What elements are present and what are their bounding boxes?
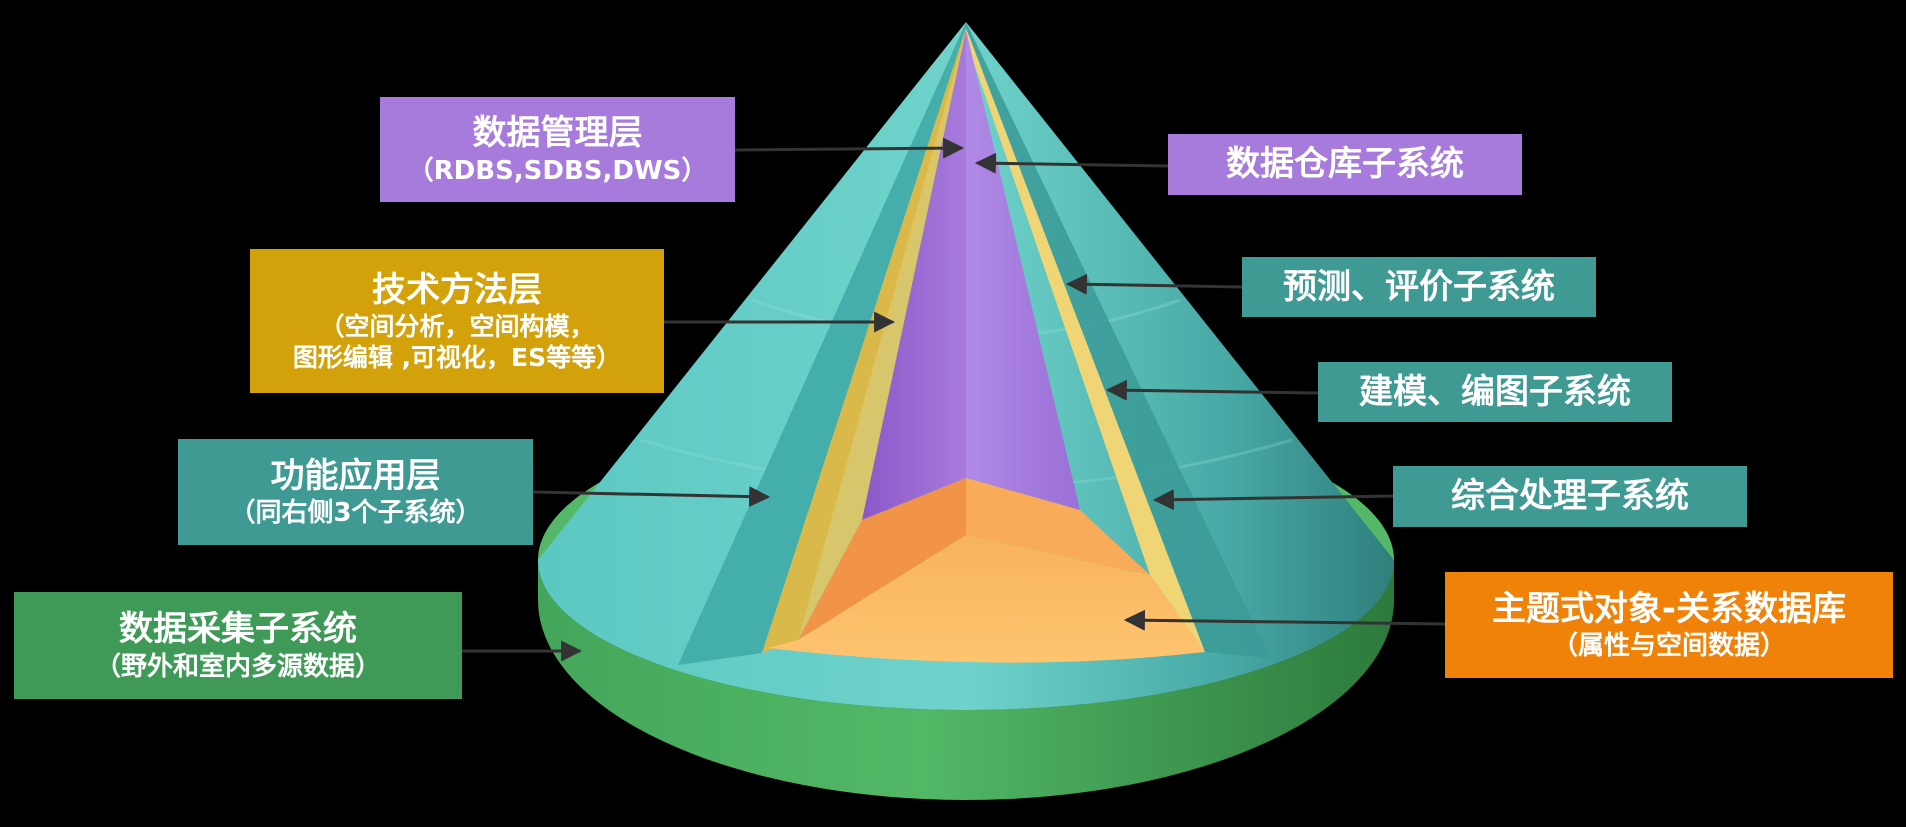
- cone-base-cylinder: [538, 560, 1394, 800]
- label-title: 预测、评价子系统: [1283, 266, 1555, 307]
- label-subtitle-line1: （空间分析，空间构模，: [319, 312, 595, 341]
- core-purple-right: [966, 30, 1080, 510]
- label-function-application-layer: 功能应用层 （同右侧3个子系统）: [178, 439, 533, 545]
- label-title: 数据管理层: [472, 113, 643, 153]
- arrow-forecast-evaluation: [1065, 273, 1243, 295]
- core-orange-right: [966, 478, 1150, 575]
- arrow-modeling-mapping: [1105, 379, 1319, 401]
- arrow-function-application: [532, 486, 771, 508]
- core-orange-floor: [768, 535, 1205, 663]
- arrow-thematic-database: [1123, 609, 1446, 631]
- label-integrated-processing-subsystem: 综合处理子系统: [1393, 466, 1747, 527]
- label-title: 建模、编图子系统: [1359, 371, 1631, 412]
- label-title: 综合处理子系统: [1451, 476, 1689, 517]
- label-subtitle: （野外和室内多源数据）: [94, 651, 381, 682]
- label-data-management-layer: 数据管理层 （RDBS,SDBS,DWS）: [380, 97, 735, 202]
- label-technical-methods-layer: 技术方法层 （空间分析，空间构模， 图形编辑 ,可视化，ES等等）: [250, 249, 664, 393]
- label-title: 主题式对象-关系数据库: [1491, 588, 1847, 629]
- cutaway-yellow-left-wide: [798, 30, 966, 640]
- core-purple-left: [862, 30, 966, 520]
- label-subtitle: （同右侧3个子系统）: [229, 498, 482, 528]
- label-title: 功能应用层: [270, 455, 441, 496]
- label-data-collection-subsystem: 数据采集子系统 （野外和室内多源数据）: [14, 592, 462, 699]
- label-subtitle: （RDBS,SDBS,DWS）: [407, 155, 708, 186]
- core-orange-left: [798, 478, 966, 640]
- arrow-data-management: [734, 137, 965, 159]
- label-title: 技术方法层: [372, 269, 542, 310]
- label-title: 数据仓库子系统: [1226, 144, 1464, 185]
- label-subtitle-line2: 图形编辑 ,可视化，ES等等）: [292, 343, 622, 373]
- label-forecast-evaluation-subsystem: 预测、评价子系统: [1242, 257, 1596, 317]
- label-subtitle: （属性与空间数据）: [1551, 631, 1786, 661]
- label-data-warehouse-subsystem: 数据仓库子系统: [1168, 134, 1522, 195]
- label-modeling-mapping-subsystem: 建模、编图子系统: [1318, 362, 1672, 422]
- cutaway-yellow-right: [966, 28, 1205, 652]
- arrow-data-warehouse: [974, 152, 1169, 174]
- cutaway-yellow-left: [762, 28, 966, 653]
- arrow-integrated-processing: [1152, 489, 1394, 511]
- label-thematic-database: 主题式对象-关系数据库 （属性与空间数据）: [1445, 572, 1893, 678]
- label-title: 数据采集子系统: [119, 609, 357, 649]
